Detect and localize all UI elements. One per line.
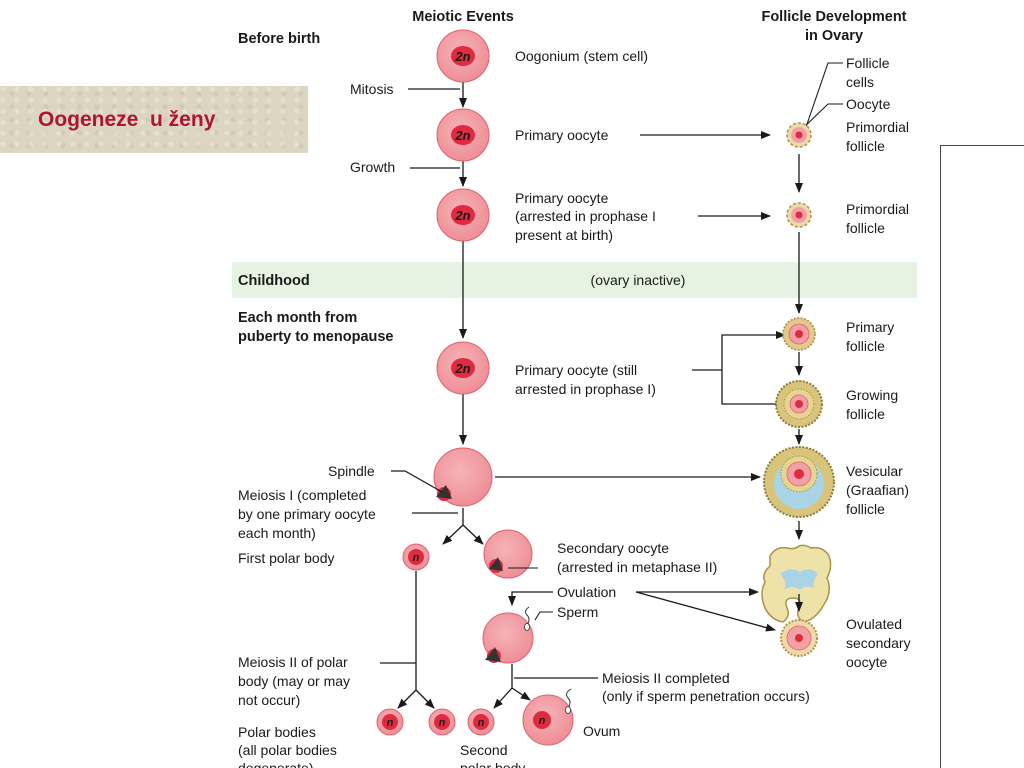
svg-text:n: n xyxy=(439,717,446,729)
cell-polar-body-1: n xyxy=(376,708,404,736)
svg-text:n: n xyxy=(413,552,420,564)
label-polar-bodies-1: Polar bodies xyxy=(238,724,316,740)
label-primary-1: Primary xyxy=(846,319,894,335)
label-follicle-cells-2: cells xyxy=(846,74,874,90)
primordial-follicle-1 xyxy=(786,122,812,148)
label-arrested-3: present at birth) xyxy=(515,227,613,243)
cell-primary-oocyte-still: 2n xyxy=(436,341,490,395)
empty-text-frame xyxy=(940,145,1024,768)
label-arrested-2: (arrested in prophase I xyxy=(515,208,656,224)
label-growth: Growth xyxy=(350,159,395,175)
label-sperm: Sperm xyxy=(557,604,598,620)
svg-text:n: n xyxy=(387,717,394,729)
label-primordial-2: follicle xyxy=(846,138,885,154)
label-oogonium: Oogonium (stem cell) xyxy=(515,48,648,64)
label-ovum: Ovum xyxy=(583,723,620,739)
vesicular-follicle xyxy=(763,446,835,518)
stage-each-month: Each month from xyxy=(238,310,357,326)
cell-secondary-oocyte xyxy=(483,529,533,579)
svg-text:n: n xyxy=(539,715,546,727)
header-meiotic-events: Meiotic Events xyxy=(412,9,514,25)
label-second-polar-2: polar body xyxy=(460,760,525,768)
label-secondary-oocyte-1: Secondary oocyte xyxy=(557,540,669,556)
label-growing-1: Growing xyxy=(846,387,898,403)
label-meiosis1-1: Meiosis I (completed xyxy=(238,487,366,503)
label-still-2: arrested in prophase I) xyxy=(515,381,656,397)
label-ovulated-1: Ovulated xyxy=(846,616,902,632)
slide-title-box xyxy=(0,86,308,153)
childhood-band xyxy=(232,262,917,298)
label-polar-bodies-3: degenerate) xyxy=(238,760,314,768)
primary-follicle xyxy=(782,317,816,351)
svg-text:2n: 2n xyxy=(454,49,470,64)
label-growing-2: follicle xyxy=(846,406,885,422)
label-second-polar-1: Second xyxy=(460,742,507,758)
ruptured-follicle xyxy=(761,544,832,623)
cell-primary-oocyte: 2n xyxy=(436,108,490,162)
cell-first-polar-body: n xyxy=(402,543,430,571)
header-follicle-development: Follicle Development xyxy=(761,9,906,25)
cell-oogonium: 2n xyxy=(436,29,490,83)
cell-meiosis-I xyxy=(433,447,493,507)
label-mitosis: Mitosis xyxy=(350,81,394,97)
label-primordial2-2: follicle xyxy=(846,220,885,236)
primordial-follicle-2 xyxy=(786,202,812,228)
label-follicle-cells-1: Follicle xyxy=(846,55,890,71)
label-ovulated-3: oocyte xyxy=(846,654,887,670)
label-oocyte: Oocyte xyxy=(846,96,891,112)
label-primary-oocyte: Primary oocyte xyxy=(515,127,609,143)
label-arrested-1: Primary oocyte xyxy=(515,190,609,206)
label-ovulation: Ovulation xyxy=(557,584,616,600)
label-spindle: Spindle xyxy=(328,463,375,479)
label-primary-2: follicle xyxy=(846,338,885,354)
svg-text:2n: 2n xyxy=(454,208,470,223)
ovulated-secondary-oocyte xyxy=(780,619,818,657)
label-ovulated-2: secondary xyxy=(846,635,911,651)
label-vesicular-1: Vesicular xyxy=(846,463,903,479)
growing-follicle xyxy=(775,380,823,428)
label-primordial-1: Primordial xyxy=(846,119,909,135)
label-meiosis2-polar-1: Meiosis II of polar xyxy=(238,654,348,670)
label-primordial2-1: Primordial xyxy=(846,201,909,217)
label-first-polar-body: First polar body xyxy=(238,550,334,566)
svg-text:2n: 2n xyxy=(454,128,470,143)
cell-polar-body-2: n xyxy=(428,708,456,736)
stage-before-birth: Before birth xyxy=(238,31,320,47)
label-meiosis1-3: each month) xyxy=(238,525,316,541)
label-meiosis1-2: by one primary oocyte xyxy=(238,506,376,522)
label-meiosis2-polar-3: not occur) xyxy=(238,692,300,708)
label-vesicular-3: follicle xyxy=(846,501,885,517)
header-in-ovary: in Ovary xyxy=(805,28,863,44)
label-meiosis2-completed-1: Meiosis II completed xyxy=(602,670,730,686)
stage-puberty: puberty to menopause xyxy=(238,329,394,345)
svg-text:n: n xyxy=(478,717,485,729)
cell-ovulated-oocyte-sperm xyxy=(482,606,534,664)
cell-second-polar-body: n xyxy=(467,708,495,736)
cell-ovum: n xyxy=(522,688,574,746)
label-polar-bodies-2: (all polar bodies xyxy=(238,742,337,758)
label-meiosis2-completed-2: (only if sperm penetration occurs) xyxy=(602,688,810,704)
label-meiosis2-polar-2: body (may or may xyxy=(238,673,350,689)
label-still-1: Primary oocyte (still xyxy=(515,362,637,378)
stage-childhood: Childhood xyxy=(238,273,310,289)
label-ovary-inactive: (ovary inactive) xyxy=(591,272,686,288)
label-vesicular-2: (Graafian) xyxy=(846,482,909,498)
label-secondary-oocyte-2: (arrested in metaphase II) xyxy=(557,559,717,575)
svg-text:2n: 2n xyxy=(454,361,470,376)
slide-title: Oogeneze u ženy xyxy=(38,108,216,131)
cell-primary-oocyte-arrested: 2n xyxy=(436,188,490,242)
